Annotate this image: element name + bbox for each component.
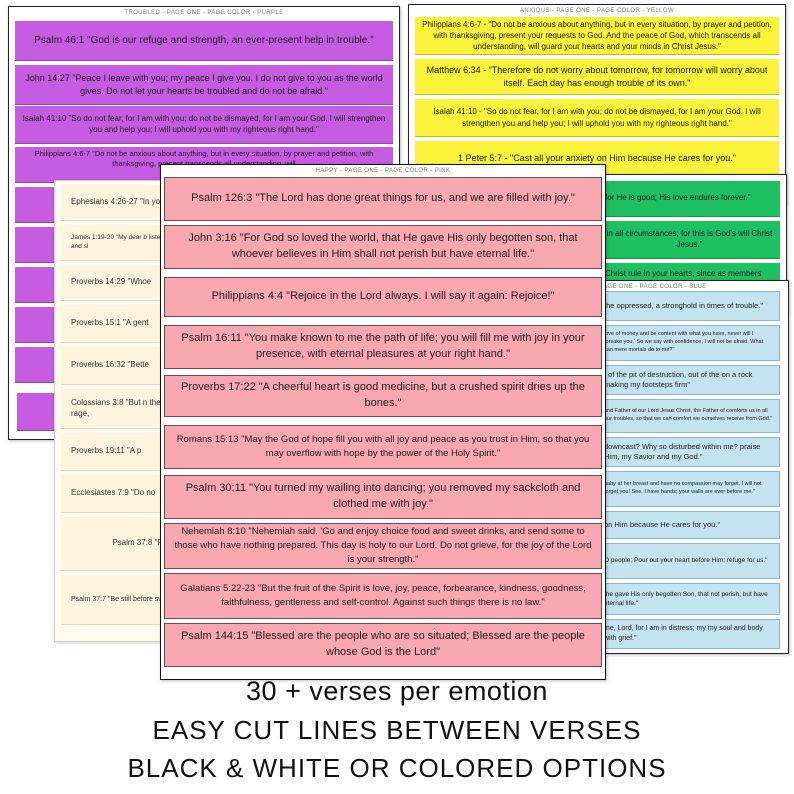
verse-card: t of the pit of destruction, out of the … — [595, 365, 780, 395]
verse-card: downcast? Why so disturbed within me? pr… — [595, 437, 780, 467]
verse-card: Isaiah 41:10 - "So do not fear, for I am… — [415, 99, 779, 137]
caption-cut-lines: EASY CUT LINES BETWEEN VERSES — [152, 715, 642, 745]
verse-card: love of money and be content with what y… — [595, 325, 780, 361]
verse-card: Galatians 5:22-23 "But the fruit of the … — [164, 573, 602, 619]
verse-card: in all circumstances; for this is God's … — [591, 221, 780, 259]
caption-verses-count: 30 + verses per emotion — [246, 676, 548, 706]
verse-card: Psalm 16:11 "You make known to me the pa… — [164, 325, 602, 369]
verse-card: Psalm 126:3 "The Lord has done great thi… — [164, 177, 602, 221]
verse-card: Romans 15:13 "May the God of hope fill y… — [164, 425, 602, 469]
page-header: TROUBLED - PAGE ONE - PAGE COLOR - PURPL… — [124, 10, 284, 16]
verse-card: John 14:27 "Peace I leave with you; my p… — [15, 65, 393, 105]
verse-card: Psalm 30:11 "You turned my wailing into … — [164, 475, 602, 519]
verse-card: Proverbs 17:22 "A cheerful heart is good… — [164, 375, 602, 417]
verse-card: Matthew 6:34 - "Therefore do not worry a… — [415, 59, 779, 95]
verse-card: me, Lord, for I am in distress; my my so… — [595, 619, 780, 649]
verse-card: Psalm 46:1 "God is our refuge and streng… — [15, 21, 393, 61]
verse-card: John 3:16 "For God so loved the world, t… — [164, 225, 602, 269]
blue-page: PAGE ONE - PAGE COLOR - BLUE the oppress… — [594, 280, 789, 654]
page-header: HAPPY - PAGE ONE - PAGE COLOR - PINK — [315, 168, 451, 174]
verse-card: the gave His only begotten Son, that not… — [595, 583, 780, 615]
caption-color-options: BLACK & WHITE OR COLORED OPTIONS — [127, 753, 667, 783]
verse-card: for He is good; His love endures forever… — [591, 181, 780, 217]
verse-card: baby at her breast and have no compassio… — [595, 471, 780, 507]
verse-card: O people; Pour out your heart before Him… — [595, 543, 780, 579]
verse-card: Philippians 4:4 "Rejoice in the Lord alw… — [164, 277, 602, 317]
verse-card: the oppressed, a stronghold in times of … — [595, 291, 780, 321]
verse-card: on Him because He cares for you." — [595, 511, 780, 539]
pink-happy-page: HAPPY - PAGE ONE - PAGE COLOR - PINK Psa… — [160, 164, 606, 680]
verse-card: Psalm 144:15 "Blessed are the people who… — [164, 623, 602, 667]
verse-card: and Father of our Lord Jesus Christ, the… — [595, 399, 780, 433]
page-header: PAGE ONE - PAGE COLOR - BLUE — [599, 284, 707, 290]
page-header: ANXIOUS - PAGE ONE - PAGE COLOR - YELLOW — [519, 8, 675, 14]
verse-card: Nehemiah 8:10 "Nehemiah said, 'Go and en… — [164, 523, 602, 569]
verse-card: Isaiah 41:10 "So do not fear, for I am w… — [15, 106, 393, 144]
verse-card: Philippians 4:6-7 - "Do not be anxious a… — [415, 17, 779, 55]
